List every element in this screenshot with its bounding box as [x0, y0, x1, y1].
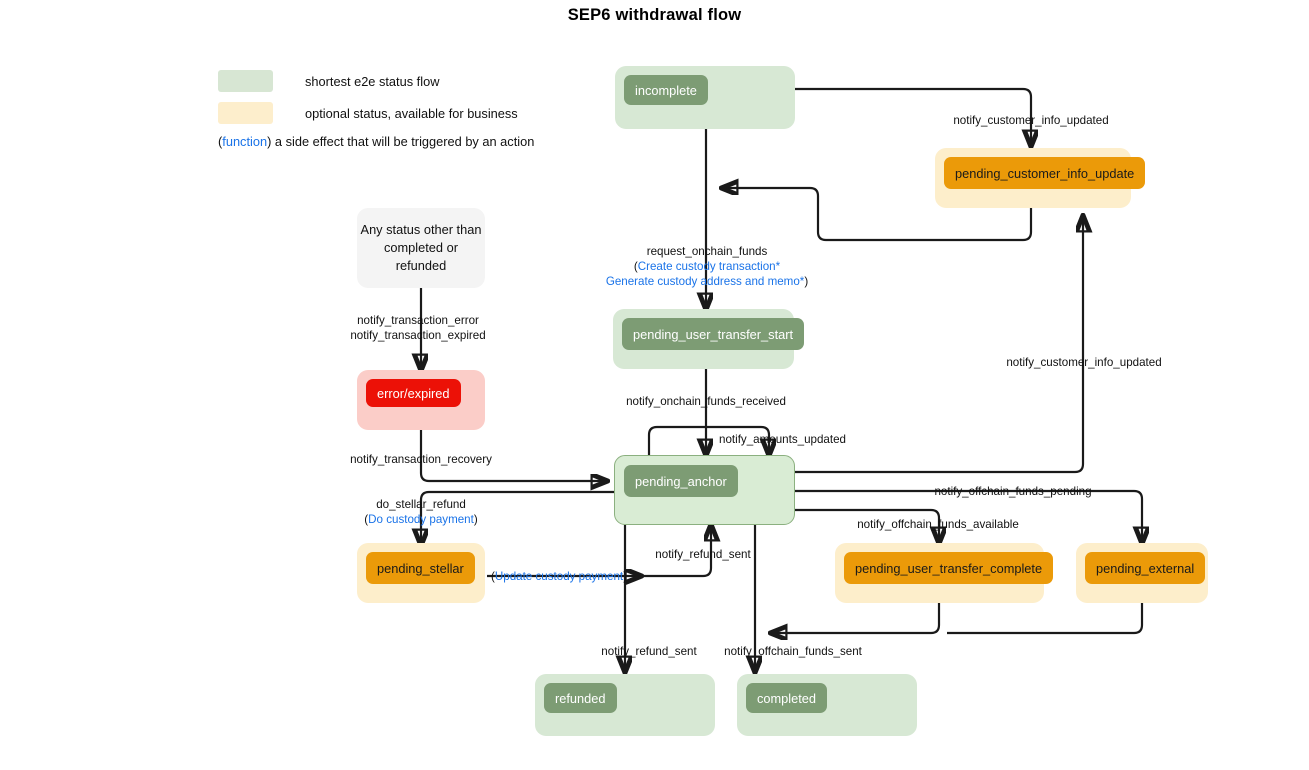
edge-label-request-onchain-funds-fn: (Create custody transaction* — [606, 259, 808, 274]
edge-label-transaction-expired: notify_transaction_expired — [350, 329, 486, 342]
node-pending-external-label: pending_external — [1085, 552, 1206, 584]
page-title: SEP6 withdrawal flow — [567, 6, 742, 24]
legend-row-green: shortest e2e status flow — [218, 68, 638, 94]
node-error-expired-label: error/expired — [366, 379, 461, 407]
legend-paren-open: ( — [218, 134, 223, 149]
edge-label-notify-offchain-funds-pending: notify_offchain_funds_pending — [934, 485, 1092, 498]
edge-label-notify-amounts-updated: notify_amounts_updated — [719, 433, 846, 446]
node-completed-label: completed — [746, 683, 828, 713]
node-pending-customer-info-update[interactable]: pending_customer_info_update — [935, 148, 1146, 208]
edge-label-request-onchain-funds: request_onchain_funds (Create custody tr… — [606, 244, 808, 289]
edge-user-transfer-complete-to-completed — [771, 603, 941, 633]
paren-close-2: ) — [473, 513, 478, 526]
node-error-expired[interactable]: error/expired — [357, 370, 485, 430]
paren-open-3: ( — [491, 570, 495, 583]
edge-label-do-stellar-refund: do_stellar_refund (Do custody payment) — [364, 497, 477, 527]
node-completed[interactable]: completed — [737, 674, 917, 736]
legend-function-note: (function) a side effect that will be tr… — [218, 134, 638, 149]
node-any-status-line2: completed or refunded — [384, 240, 458, 273]
node-pending-user-transfer-start-label: pending_user_transfer_start — [622, 318, 805, 350]
node-pending-user-transfer-complete[interactable]: pending_user_transfer_complete — [835, 543, 1054, 603]
node-pending-user-transfer-start[interactable]: pending_user_transfer_start — [613, 309, 805, 369]
edge-label-notify-refund-sent-up: notify_refund_sent — [655, 548, 751, 561]
node-pending-stellar-label: pending_stellar — [366, 552, 475, 584]
edge-label-generate-custody-address: Generate custody address and memo* — [605, 275, 805, 288]
edge-label-notify-customer-info-updated-right: notify_customer_info_updated — [1006, 356, 1162, 369]
node-any-status-line1: Any status other than — [360, 222, 482, 237]
node-pending-user-transfer-complete-label: pending_user_transfer_complete — [844, 552, 1054, 584]
edge-label-request-onchain-funds-action: request_onchain_funds — [646, 245, 768, 258]
edge-label-update-custody-payment-fn: Update custody payment — [494, 570, 624, 583]
node-refunded[interactable]: refunded — [535, 674, 715, 736]
edge-label-notify-transaction-error: notify_transaction_error notify_transact… — [350, 313, 485, 343]
edge-label-request-onchain-funds-fn2: Generate custody address and memo*) — [606, 274, 808, 289]
legend-swatch-green — [218, 70, 273, 92]
node-any-status-label: Any status other than completed or refun… — [357, 221, 485, 275]
edge-label-notify-offchain-funds-available: notify_offchain_funds_available — [857, 518, 1019, 531]
paren-close-3: ) — [623, 570, 628, 583]
node-pending-stellar[interactable]: pending_stellar — [357, 543, 485, 603]
node-incomplete[interactable]: incomplete — [615, 66, 795, 129]
edge-label-notify-onchain-funds-received: notify_onchain_funds_received — [626, 395, 786, 408]
edge-label-notify-offchain-funds-sent: notify_offchain_funds_sent — [724, 645, 862, 658]
edge-label-do-stellar-refund-action: do_stellar_refund — [376, 498, 466, 511]
legend-label-green: shortest e2e status flow — [305, 73, 440, 89]
legend-row-cream: optional status, available for business — [218, 100, 638, 126]
node-pending-anchor[interactable]: pending_anchor — [614, 455, 795, 525]
edge-label-notify-transaction-recovery: notify_transaction_recovery — [350, 453, 492, 466]
legend-function-word: function — [222, 134, 268, 149]
legend-note-rest: ) a side effect that will be triggered b… — [267, 134, 535, 149]
edge-label-do-stellar-refund-fn: (Do custody payment) — [364, 512, 477, 527]
paren-close-1: ) — [804, 275, 809, 288]
legend-swatch-cream — [218, 102, 273, 124]
node-pending-external[interactable]: pending_external — [1076, 543, 1208, 603]
paren-open-1: ( — [633, 260, 638, 273]
legend: shortest e2e status flow optional status… — [218, 68, 638, 149]
edge-external-to-completed — [947, 603, 1144, 635]
node-incomplete-label: incomplete — [624, 75, 708, 105]
paren-open-2: ( — [364, 513, 369, 526]
edge-label-notify-customer-info-updated-top: notify_customer_info_updated — [953, 114, 1109, 127]
node-pending-customer-info-update-label: pending_customer_info_update — [944, 157, 1146, 189]
node-pending-anchor-label: pending_anchor — [624, 465, 738, 497]
node-any-status[interactable]: Any status other than completed or refun… — [357, 208, 485, 288]
node-refunded-label: refunded — [544, 683, 617, 713]
edge-label-transaction-error: notify_transaction_error — [357, 314, 479, 327]
legend-label-cream: optional status, available for business — [305, 105, 518, 121]
edge-label-create-custody-transaction: Create custody transaction* — [637, 260, 781, 273]
edge-label-update-custody-payment: (Update custody payment) — [491, 569, 627, 584]
edge-label-do-custody-payment: Do custody payment — [368, 513, 474, 526]
edge-label-notify-refund-sent-down: notify_refund_sent — [601, 645, 697, 658]
